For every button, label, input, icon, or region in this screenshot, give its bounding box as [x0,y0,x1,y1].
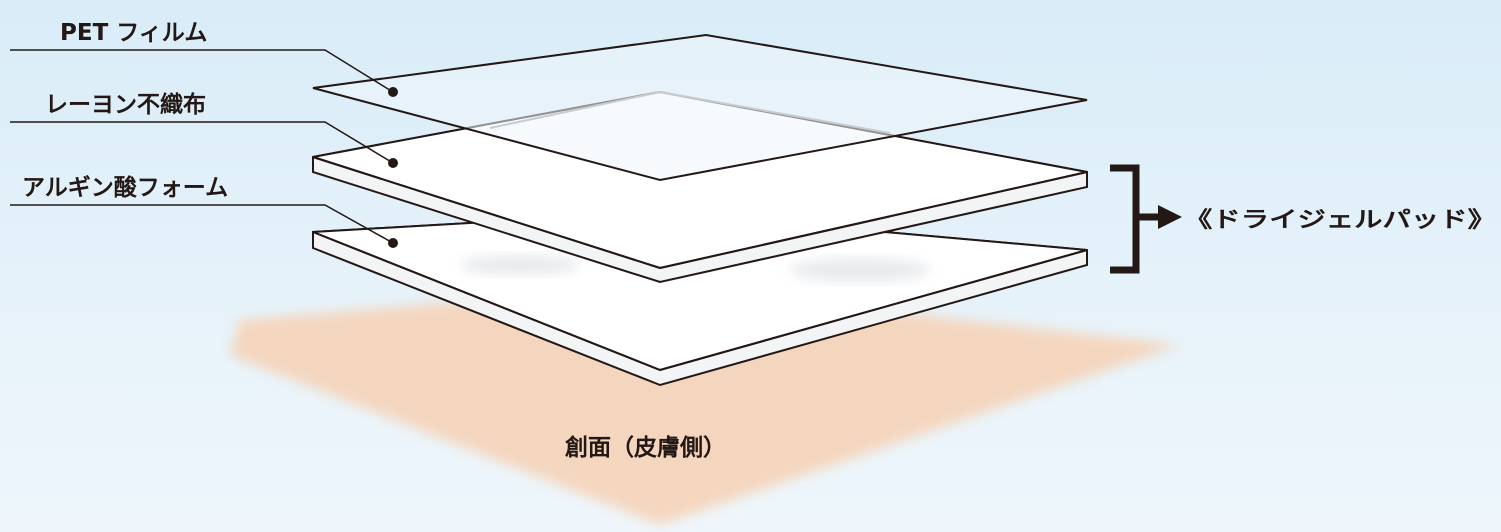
pet-leader [10,49,398,97]
rayon-leader [10,121,398,168]
layer-label-pet: PET フィルム [60,20,207,46]
pet-film-layer [312,33,1088,182]
layer-label-alginate: アルギン酸フォーム [22,175,228,201]
layer-label-rayon: レーヨン不織布 [45,91,206,118]
alginate-leader [10,204,398,248]
wound-surface [230,285,1180,525]
arrow-right-icon [1158,205,1182,229]
bracket-label: 《ドライジェルパッド》 [1184,208,1496,233]
wound-label: 創面（皮膚側） [565,434,726,461]
alginate-foam-layer [312,210,1088,387]
dry-gel-pad-bracket [1110,164,1160,274]
